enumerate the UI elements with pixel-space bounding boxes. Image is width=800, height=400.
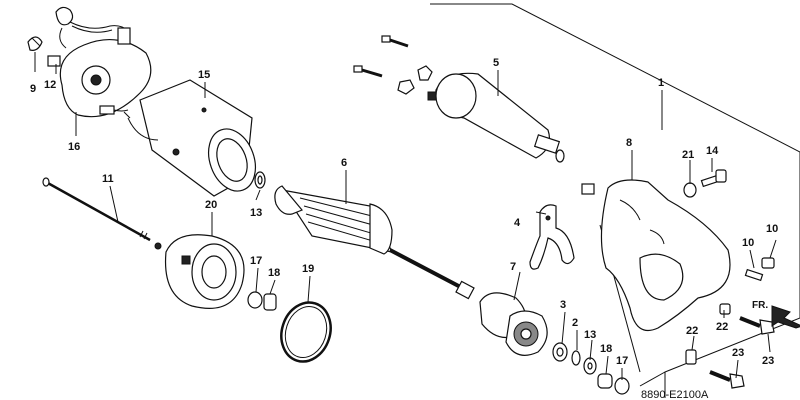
callout-3: 3: [560, 299, 566, 311]
callout-21: 21: [682, 149, 694, 161]
callout-14: 14: [706, 145, 719, 157]
solenoid-bolt-top: [381, 35, 409, 48]
callout-20: 20: [205, 199, 217, 211]
bolt-14: [700, 169, 727, 188]
callout-10-right: 10: [766, 223, 778, 235]
callout-22-right: 22: [716, 321, 728, 333]
bolt-10-b: [761, 257, 775, 269]
callout-19: 19: [302, 263, 314, 275]
bushing-17-left: [247, 291, 263, 309]
callout-10-left: 10: [742, 237, 754, 249]
washer-13-right: [583, 357, 597, 375]
cap-18-left: [263, 293, 277, 311]
callout-16: 16: [68, 141, 80, 153]
bolt-23-b: [709, 370, 745, 389]
washer-21: [683, 182, 697, 198]
diagram-code: 8890-E2100A: [641, 389, 709, 400]
solenoid-bolt-side: [353, 65, 383, 78]
washer-13-left: [254, 171, 266, 189]
shift-lever: [529, 204, 575, 270]
through-bolt: [42, 177, 151, 242]
callout-13-right: 13: [584, 329, 596, 341]
cap-18-right: [597, 373, 613, 389]
armature: [274, 185, 475, 300]
bushing-17-right: [614, 377, 630, 395]
callout-11: 11: [102, 173, 114, 185]
solenoid-nut-a: [417, 65, 433, 81]
pin-22-b: [685, 349, 697, 365]
drive-housing: [581, 179, 731, 332]
bolt-23-a: [739, 316, 775, 335]
pin-22-a: [719, 303, 731, 315]
clutch-pinion: [479, 292, 548, 356]
callout-5: 5: [493, 57, 499, 69]
callout-9: 9: [30, 83, 36, 95]
callout-13-left: 13: [250, 207, 262, 219]
front-direction-indicator: FR.: [752, 300, 800, 329]
collar-3: [552, 342, 568, 362]
callout-23-left: 23: [732, 347, 744, 359]
bolt-10-a: [744, 268, 764, 282]
solenoid-nut-b: [397, 79, 415, 95]
brush-holder-plate: [47, 39, 152, 118]
callout-1: 1: [658, 77, 664, 89]
callout-23-right: 23: [762, 355, 774, 367]
callout-labels: 1 3 2 4 5 6 7 8 9 10 10 11 12 13 13 14 1…: [30, 57, 778, 367]
callout-4: 4: [514, 217, 521, 229]
callout-6: 6: [341, 157, 347, 169]
front-direction-label: FR.: [752, 300, 768, 311]
callout-17-left: 17: [250, 255, 262, 267]
rear-cover: [154, 234, 245, 309]
callout-2: 2: [572, 317, 578, 329]
callout-12: 12: [44, 79, 56, 91]
snap-ring-2: [571, 350, 581, 366]
wiring-harness: [55, 6, 131, 49]
callout-22-left: 22: [686, 325, 698, 337]
leader-lines: [34, 52, 777, 380]
callout-7: 7: [510, 261, 516, 273]
yoke-housing: [123, 79, 256, 197]
callout-18-left: 18: [268, 267, 280, 279]
callout-18-right: 18: [600, 343, 612, 355]
clip-part: [27, 36, 43, 51]
callout-15: 15: [198, 69, 210, 81]
solenoid: [427, 72, 565, 163]
callout-17-right: 17: [616, 355, 628, 367]
o-ring: [280, 301, 332, 363]
callout-8: 8: [626, 137, 632, 149]
